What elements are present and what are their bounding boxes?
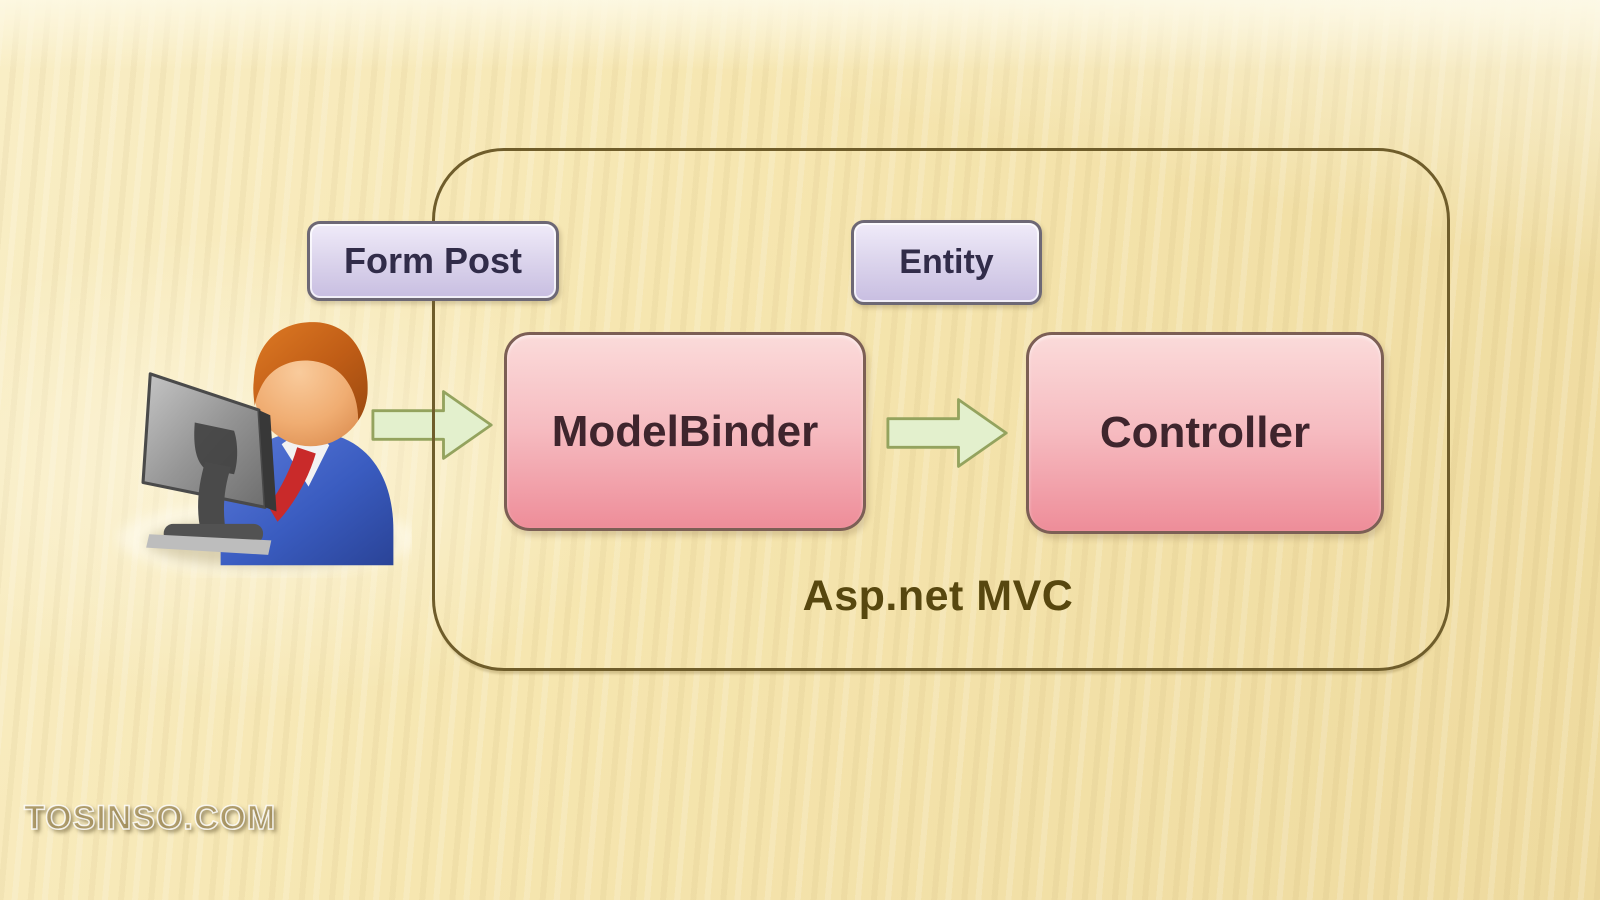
node-modelbinder-label: ModelBinder: [551, 406, 819, 456]
node-controller-label: Controller: [1099, 408, 1311, 457]
tag-entity-label: Entity: [899, 243, 994, 281]
user-at-computer-icon: [117, 322, 412, 576]
watermark: TOSINSO.COM: [23, 798, 277, 838]
arrow-modelbinder-to-controller: [886, 398, 1008, 468]
aspnet-mvc-frame: [432, 148, 1450, 671]
frame-label: Asp.net MVC: [802, 572, 1074, 620]
tag-entity: Entity: [851, 220, 1042, 305]
node-modelbinder: ModelBinder: [504, 332, 866, 531]
tag-form-post-label: Form Post: [343, 240, 522, 281]
tag-form-post: Form Post: [307, 221, 559, 301]
monitor-icon: [141, 372, 277, 555]
node-controller: Controller: [1026, 332, 1384, 534]
